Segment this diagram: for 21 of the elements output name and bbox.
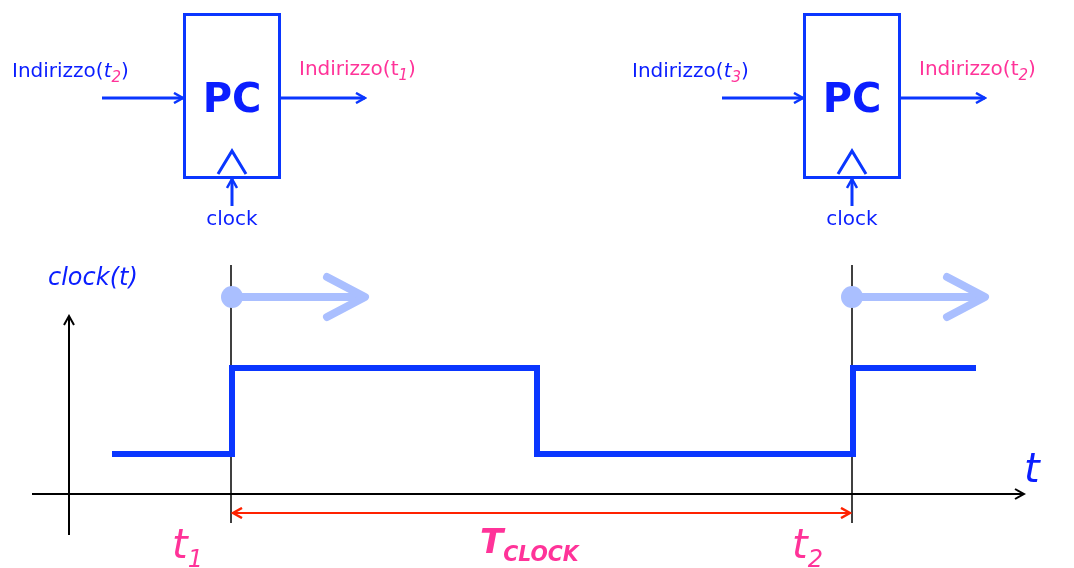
arrow [845,177,859,206]
axis-label: clock(t) [48,265,138,289]
arrow [722,91,805,105]
axis-label: t [1024,448,1040,488]
arrow [225,177,239,206]
signal-label: Indirizzo(t$_{3}$) [632,58,749,86]
clock-label: clock [817,206,887,232]
clock-label: clock [197,206,267,232]
register-box [803,13,901,179]
signal-label: Indirizzo(t$_{2}$) [919,56,1036,84]
arrow [281,91,367,105]
arrow [102,91,185,105]
register-label: PC [201,78,263,118]
period-label: T$_{CLOCK}$ [480,524,579,565]
signal-label: Indirizzo(t$_{1}$) [299,56,416,84]
time-label: t$_{1}$ [172,524,203,568]
arrow [901,91,987,105]
register-box [183,13,281,179]
time-label: t$_{2}$ [792,524,823,568]
register-label: PC [821,78,883,118]
signal-label: Indirizzo(t$_{2}$) [12,58,129,86]
